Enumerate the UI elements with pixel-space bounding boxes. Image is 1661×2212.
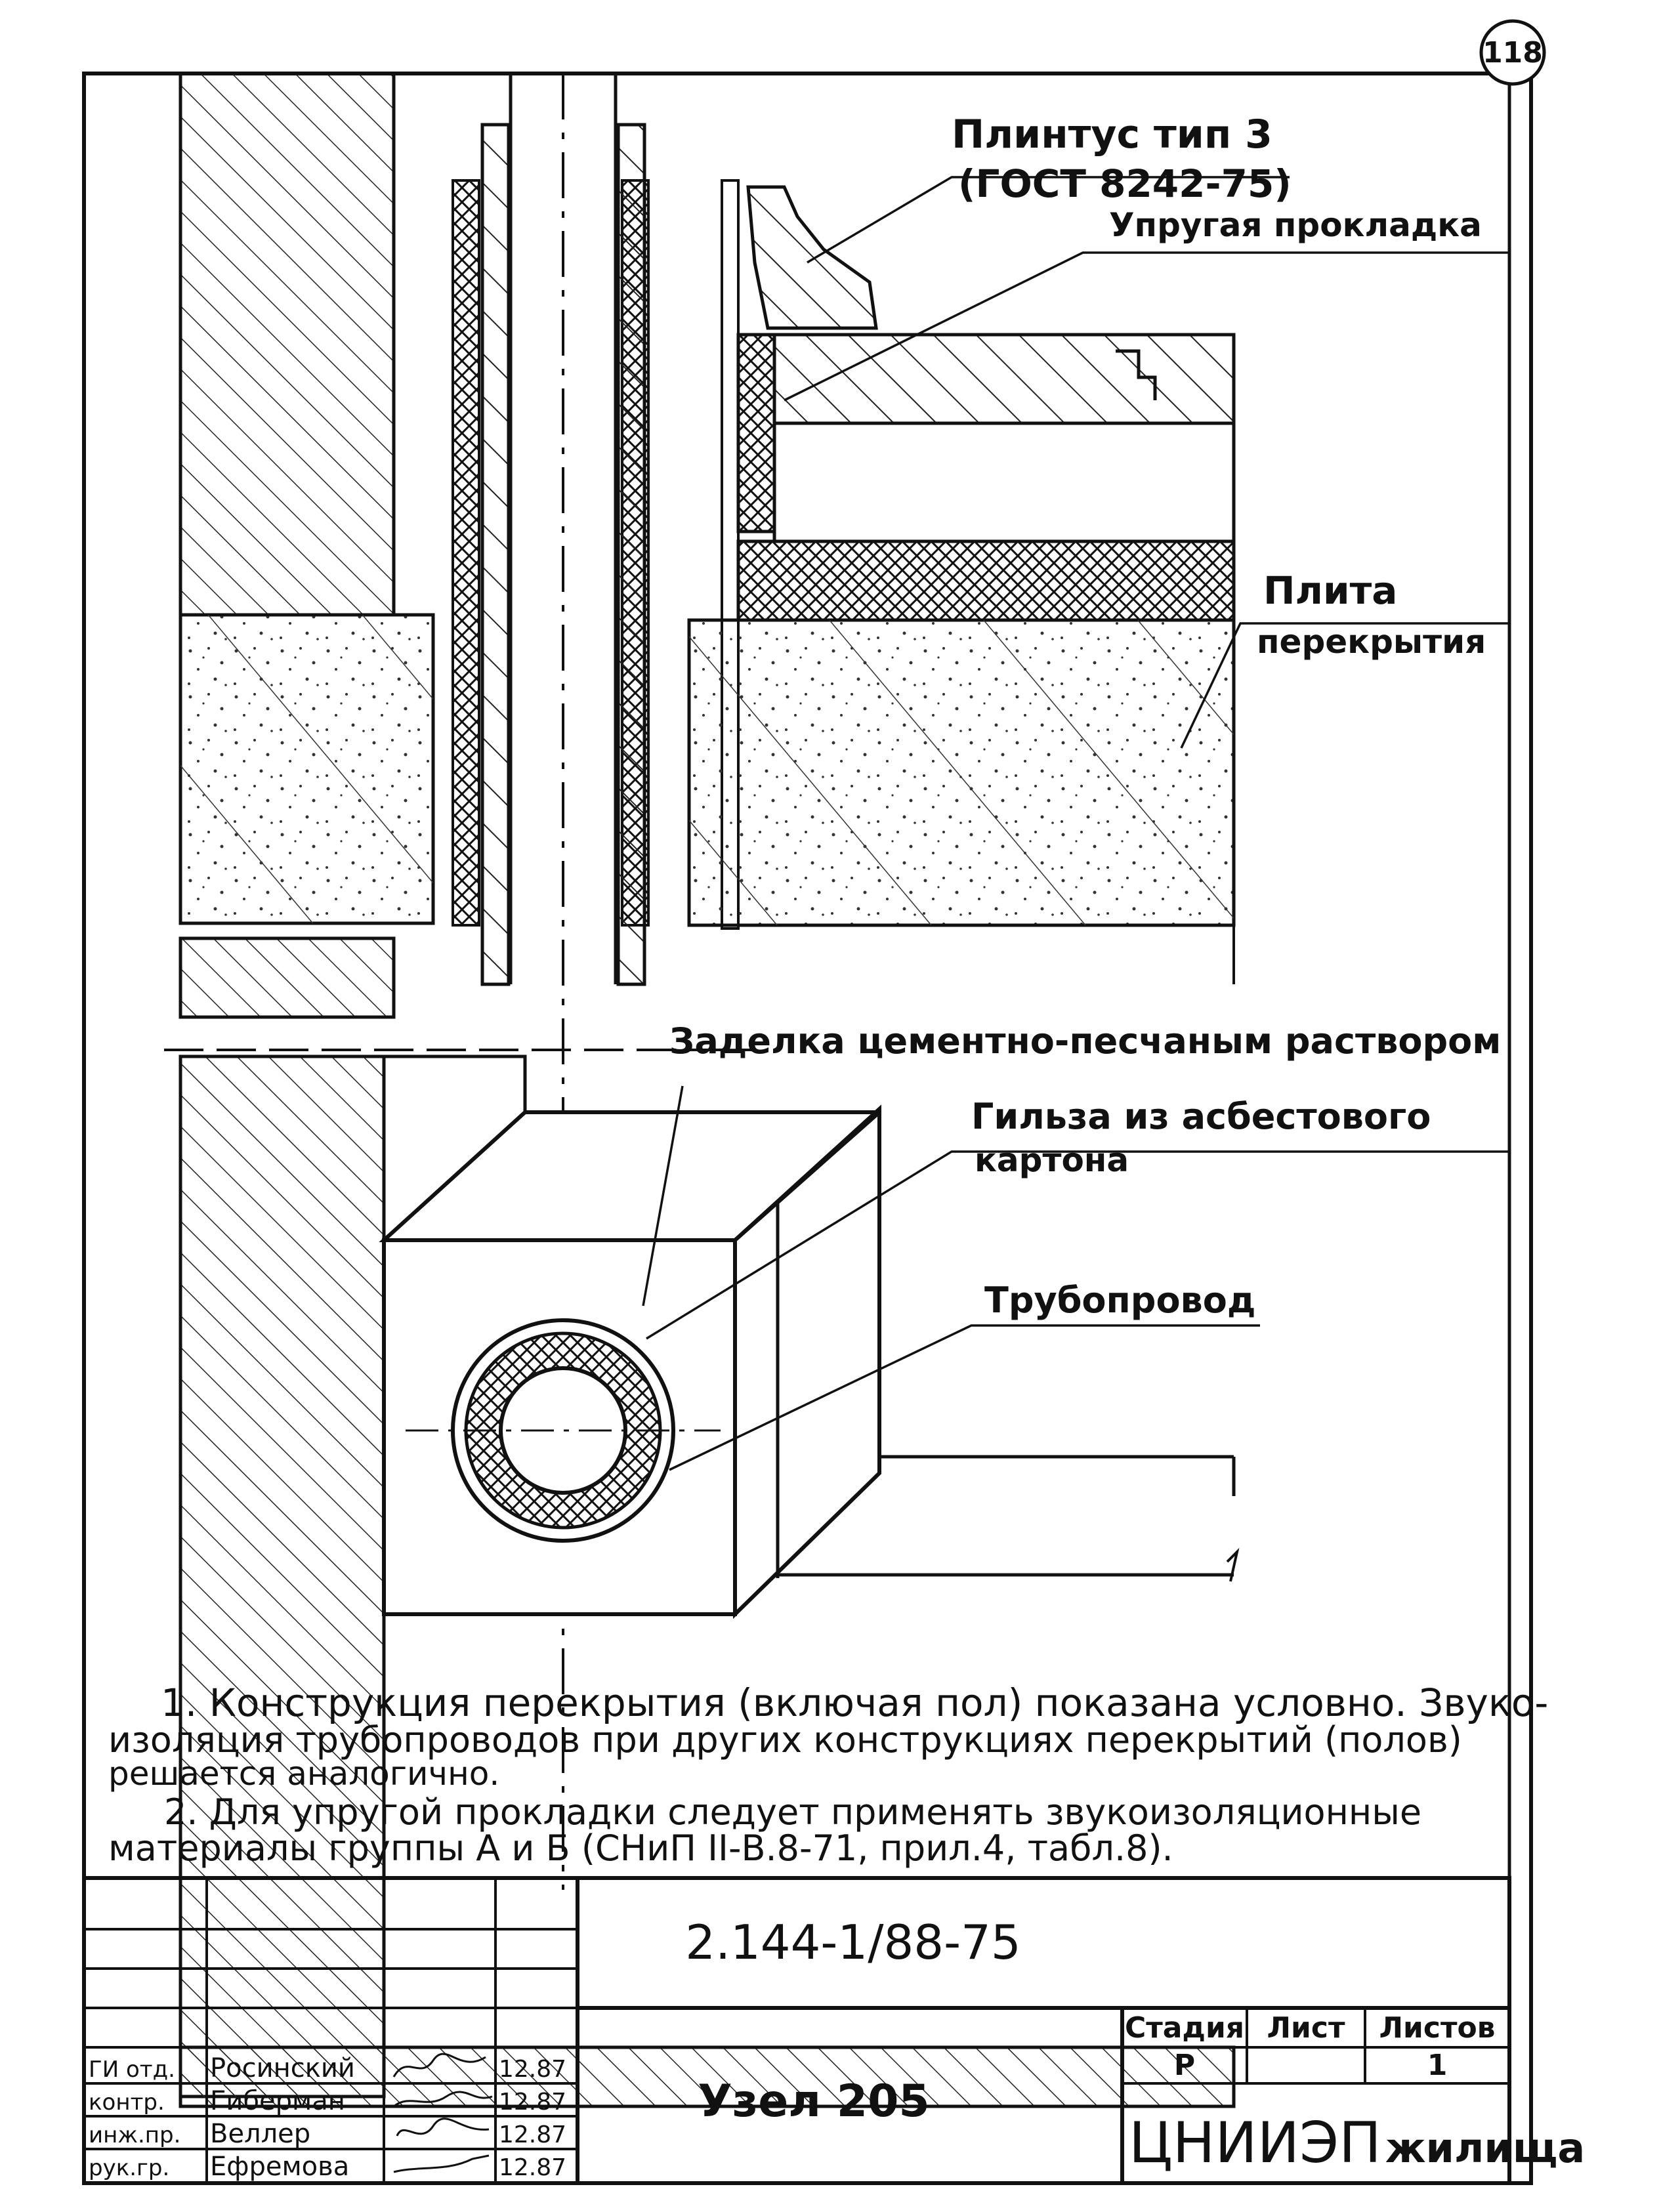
label-sleeve-2: картона [975,1141,1129,1179]
left-wall-upper [179,72,396,617]
label-plinth-type: Плинтус тип 3 [952,112,1272,157]
signature-role-2: контр. [89,2089,165,2116]
note-line-4: 2. Для упругой прокладки следует применя… [164,1791,1421,1833]
title-block [82,1876,1511,2185]
sheet-number-badge: 118 [1479,19,1546,86]
signature-name-4: Ефремова [210,2152,349,2182]
left-wall-lower [179,936,396,1019]
joist-void [772,421,1236,543]
sleeve-wall-left [480,123,511,986]
organization-name: ЦНИИЭПжилища [1129,2110,1585,2176]
header-stage: Стадия [1125,2011,1244,2045]
signature-date-4: 12.87 [499,2154,566,2181]
note-line-2: изоляция трубопроводов при других констр… [108,1719,1462,1761]
label-pipeline: Трубопровод [984,1280,1255,1321]
signature-name-3: Веллер [210,2119,310,2149]
signature-role-3: инж.пр. [89,2122,180,2148]
floor-section-lower [179,2045,1236,2108]
signature-date-3: 12.87 [499,2121,566,2148]
signature-role-4: рук.гр. [89,2155,169,2181]
title-block-text: 2.144-1/88-75 Узел 205 Стадия Лист Листо… [89,1915,1585,2182]
sleeve-embedment-detail [164,1049,1240,2108]
signature-role-1: ГИ отд. [89,2056,175,2083]
note-line-1: 1. Конструкция перекрытия (включая пол) … [161,1680,1548,1725]
header-sheets: Листов [1379,2011,1495,2045]
label-sleeve-1: Гильза из асбестового [971,1096,1431,1137]
sheet-number: 118 [1482,36,1543,70]
label-plinth-standard: (ГОСТ 8242-75) [958,161,1292,206]
wall-section-lower [179,1054,386,2098]
sleeve-wall-right [616,123,646,986]
signature-name-2: Гиберман [210,2086,345,2116]
plinth [746,185,878,330]
floor-board [772,333,1236,425]
signature-name-1: Росинский [210,2053,355,2083]
label-cement-fill: Заделка цементно-песчаным раствором [669,1020,1501,1062]
document-code: 2.144-1/88-75 [685,1915,1020,1970]
value-sheets: 1 [1427,2049,1448,2082]
left-insulation-layer [452,179,480,927]
notes-block: 1. Конструкция перекрытия (включая пол) … [108,1680,1548,1869]
floor-section-detail [179,72,1236,1890]
organization-name-part-1: ЦНИИЭП [1129,2110,1381,2176]
callout-labels: Плинтус тип 3 (ГОСТ 8242-75) Упругая про… [669,112,1501,1321]
drawing-title: Узел 205 [698,2076,929,2127]
leader-lines [642,176,1509,1471]
value-stage: Р [1174,2049,1195,2082]
organization-name-part-2: жилища [1385,2124,1585,2172]
label-slab-1: Плита [1263,568,1397,613]
elastic-pad-vertical [736,333,776,533]
elastic-pad-horizontal [736,539,1236,622]
label-elastic-pad: Упругая прокладка [1109,206,1482,244]
label-slab-2: перекрытия [1257,623,1486,661]
header-sheet: Лист [1267,2011,1345,2045]
note-line-5: материалы группы А и Б (СНиП II-В.8-71, … [108,1827,1173,1869]
note-line-3: решается аналогично. [108,1755,499,1793]
signature-date-2: 12.87 [499,2089,566,2116]
signature-date-1: 12.87 [499,2056,566,2083]
handwritten-signatures [392,2053,493,2173]
